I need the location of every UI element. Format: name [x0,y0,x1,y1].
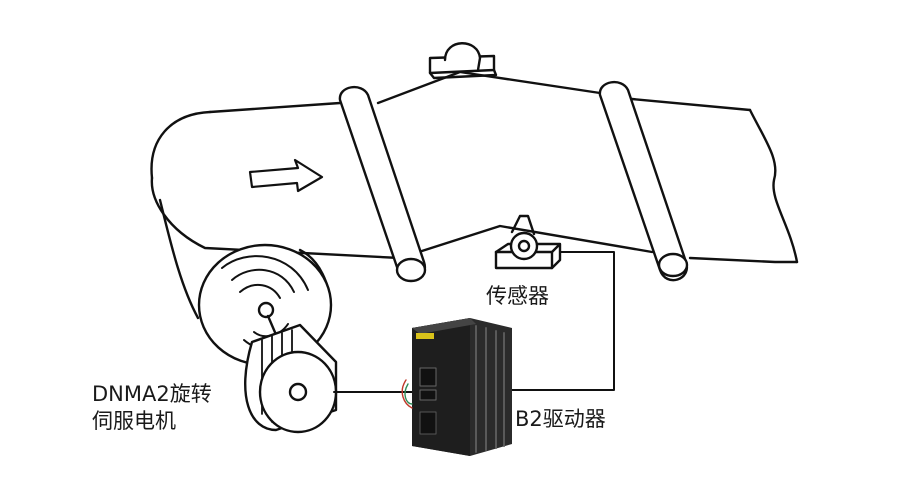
wiring [333,251,615,393]
left-idler-roller [338,85,427,283]
right-idler-roller [598,80,689,282]
driver-label: B2驱动器 [515,407,606,431]
motor-label-line2: 伺服电机 [92,409,176,433]
web-strip [150,70,799,320]
sensor-label: 传感器 [486,284,549,308]
servo-driver [401,318,512,456]
motor-label-line1: DNMA2旋转 [92,382,212,406]
servo-motor [244,323,338,434]
sensor-unit [494,214,562,270]
motor-label: DNMA2旋转 伺服电机 [92,381,212,435]
direction-arrow-icon [248,158,324,193]
top-guide-block [428,42,498,80]
